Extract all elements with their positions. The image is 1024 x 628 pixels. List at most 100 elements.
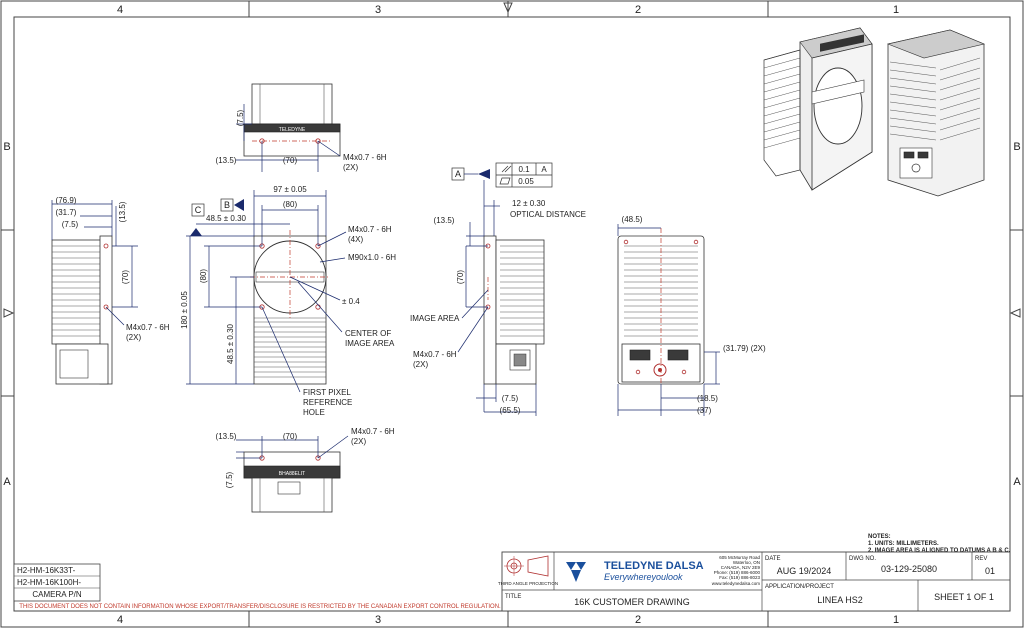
- datum-c-box: [191, 203, 205, 217]
- address-line-3: CANADA, N2V 2E9: [721, 565, 761, 570]
- zone-label-right-b: B: [1013, 141, 1020, 153]
- dim-front-height: 180 ± 0.05: [180, 291, 189, 329]
- dim-top-70: (70): [283, 156, 298, 165]
- note-front-tolerance: ± 0.4: [342, 297, 360, 306]
- rear-view: [617, 224, 720, 416]
- notes-line-2: 2. IMAGE AREA IS ALIGNED TO DATUMS A B &…: [868, 548, 1011, 554]
- zone-label-bottom-4: 4: [117, 614, 123, 626]
- fcf-parallelism-datum: A: [541, 165, 547, 174]
- dim-rear-31-79: (31.79) (2X): [723, 344, 766, 353]
- isometric-rear-view: [886, 29, 985, 197]
- dim-left-13-5: (13.5): [118, 201, 127, 222]
- dwg-no-caption: DWG NO.: [849, 556, 876, 562]
- date-caption: DATE: [765, 556, 781, 562]
- part-number-1: H2-HM-16K33T-: [17, 566, 76, 575]
- dim-right-65-5: (65.5): [500, 406, 521, 415]
- note-top-thread: M4x0.7 - 6H: [343, 153, 387, 162]
- dim-left-70: (70): [121, 270, 130, 285]
- feature-control-frame: [495, 162, 553, 188]
- note-center-line1: CENTER OF: [345, 329, 391, 338]
- title-caption: TITLE: [505, 594, 521, 600]
- address-line-2: Waterloo, ON: [733, 560, 760, 565]
- brand-name: TELEDYNE DALSA: [604, 560, 704, 572]
- dim-bottom-13-5: (13.5): [216, 432, 237, 441]
- zone-label-left-a: A: [3, 476, 11, 488]
- front-view: [186, 190, 330, 385]
- fcf-parallelism-value: 0.1: [518, 165, 530, 174]
- note-center-line2: IMAGE AREA: [345, 339, 395, 348]
- application-project: LINEA HS2: [817, 595, 863, 605]
- datum-c-label: C: [195, 205, 202, 215]
- part-number-box: [13, 563, 101, 602]
- export-notice: THIS DOCUMENT DOES NOT CONTAIN INFORMATI…: [19, 604, 501, 610]
- dim-front-80-v: (80): [199, 269, 208, 284]
- note-left-thread-qty: (2X): [126, 333, 141, 342]
- datum-a-label: A: [455, 169, 461, 179]
- sheet-number: SHEET 1 OF 1: [934, 592, 994, 602]
- address-line-1: 605 McMurray Road: [719, 555, 760, 560]
- zone-label-bottom-2: 2: [635, 614, 641, 626]
- note-right-thread: M4x0.7 - 6H: [413, 350, 457, 359]
- note-front-thread: M4x0.7 - 6H: [348, 225, 392, 234]
- note-top-thread-qty: (2X): [343, 163, 358, 172]
- note-right-thread-qty: (2X): [413, 360, 428, 369]
- zone-label-bottom-3: 3: [375, 614, 381, 626]
- zone-label-top-2: 2: [635, 4, 641, 16]
- title-block: [501, 551, 1011, 612]
- dim-left-7-5: (7.5): [62, 220, 79, 229]
- left-side-view: [51, 200, 138, 385]
- datum-b-box: [220, 198, 234, 212]
- zone-label-top-3: 3: [375, 4, 381, 16]
- center-mark-right: [1009, 308, 1021, 318]
- bottom-view: BHA88ELIT: [236, 436, 341, 513]
- note-front-mount: M90x1.0 - 6H: [348, 253, 396, 262]
- teledyne-logo-icon: [566, 562, 586, 582]
- fcf-flatness-value: 0.05: [518, 177, 534, 186]
- note-left-thread: M4x0.7 - 6H: [126, 323, 170, 332]
- svg-text:BHA88ELIT: BHA88ELIT: [279, 471, 305, 477]
- revision: 01: [985, 566, 995, 576]
- dim-top-13-5: (13.5): [216, 156, 237, 165]
- brand-tagline: Everywhereyoulook: [604, 572, 683, 582]
- dim-rear-48-5: (48.5): [622, 215, 643, 224]
- drawing-title: 16K CUSTOMER DRAWING: [574, 597, 690, 607]
- dim-front-80: (80): [283, 200, 298, 209]
- dim-right-70: (70): [456, 270, 465, 285]
- projection-label: THIRD ANGLE PROJECTION: [498, 581, 558, 586]
- rev-caption: REV: [975, 556, 987, 562]
- dim-right-7-5: (7.5): [502, 394, 519, 403]
- dim-left-31-7: (31.7): [56, 208, 77, 217]
- note-image-area: IMAGE AREA: [410, 314, 460, 323]
- zone-label-top-1: 1: [893, 4, 899, 16]
- application-caption: APPLICATION/PROJECT: [765, 584, 834, 590]
- note-first-pixel-3: HOLE: [303, 408, 325, 417]
- dim-front-48-5-h: 48.5 ± 0.30: [206, 214, 247, 223]
- center-mark-left: [3, 308, 15, 318]
- zone-label-bottom-1: 1: [893, 614, 899, 626]
- projection-symbol-icon: [504, 555, 549, 577]
- note-front-thread-qty: (4X): [348, 235, 363, 244]
- address-line-6: www.teledynedalsa.com: [712, 581, 761, 586]
- part-number-label: CAMERA P/N: [32, 590, 82, 599]
- note-first-pixel-2: REFERENCE: [303, 398, 352, 407]
- datum-b-label: B: [224, 200, 230, 210]
- address-line-4: Phone: (519) 886-6000: [714, 570, 761, 575]
- zone-label-top-4: 4: [117, 4, 123, 16]
- top-view: TELEDYNE: [236, 83, 341, 172]
- dim-rear-37: (37): [697, 406, 712, 415]
- dim-top-7-5: (7.5): [236, 109, 245, 126]
- address-line-5: Fax: (519) 886-8023: [719, 575, 760, 580]
- notes-heading: NOTES:: [868, 534, 891, 540]
- dim-front-48-5-v: 48.5 ± 0.30: [226, 323, 235, 364]
- svg-text:TELEDYNE: TELEDYNE: [279, 127, 306, 133]
- dim-left-76-9: (76.9): [56, 196, 77, 205]
- dim-bottom-70: (70): [283, 432, 298, 441]
- zone-label-left-b: B: [3, 141, 10, 153]
- part-number-2: H2-HM-16K100H-: [17, 578, 81, 587]
- isometric-front-view: [763, 27, 873, 191]
- note-bottom-thread: M4x0.7 - 6H: [351, 427, 395, 436]
- note-bottom-thread-qty: (2X): [351, 437, 366, 446]
